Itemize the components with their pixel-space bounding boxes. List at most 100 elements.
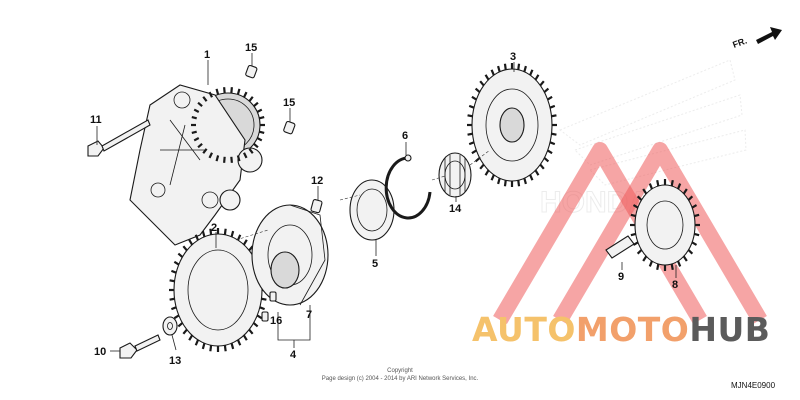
part-9-shaft: [605, 235, 635, 259]
gear-tooth: [170, 269, 177, 274]
arrow-icon: [756, 27, 782, 44]
part-8-gear: [630, 179, 700, 271]
gear-tooth: [691, 204, 698, 209]
gear-tooth: [529, 69, 534, 76]
gear-tooth: [208, 152, 213, 159]
gear-tooth: [177, 322, 184, 328]
callout-2: 2: [211, 222, 217, 234]
gear-tooth: [642, 188, 648, 195]
gear-tooth: [259, 116, 265, 120]
gear-tooth: [630, 232, 637, 237]
callout-5: 5: [372, 258, 378, 270]
gear-tooth: [223, 345, 227, 352]
gear-tooth: [539, 80, 545, 87]
part-10-bolt: [119, 334, 161, 359]
leader-lines: [96, 53, 677, 352]
drawing-code: MJN4E0900: [731, 381, 776, 390]
gear-tooth: [467, 114, 473, 118]
gear-tooth: [551, 132, 557, 136]
gear-tooth: [223, 228, 227, 235]
gear-tooth: [248, 148, 254, 154]
gear-tooth: [479, 80, 485, 87]
gear-tooth: [471, 95, 477, 101]
gear-tooth: [547, 149, 553, 155]
gear-tooth: [534, 74, 540, 81]
gear-tooth: [543, 157, 550, 163]
gear-tooth: [636, 195, 643, 201]
gear-tooth: [252, 322, 259, 328]
part-12-bolt: [310, 199, 323, 214]
gear-tooth: [551, 114, 557, 118]
gear-tooth: [642, 255, 648, 262]
gear-tooth: [529, 174, 534, 181]
gear-tooth: [693, 232, 700, 237]
gear-tooth: [253, 101, 259, 108]
gear-tooth: [242, 334, 248, 341]
gear-tooth: [182, 245, 188, 252]
gear-tooth: [630, 213, 637, 218]
gear-tooth: [193, 137, 200, 142]
gear-tooth: [259, 130, 265, 134]
watermark-hub: HUB: [689, 310, 771, 349]
gear-tooth: [223, 87, 226, 94]
callout-12: 12: [311, 175, 323, 187]
gear-tooth: [656, 263, 660, 271]
watermark-triangles: [493, 142, 767, 325]
gear-tooth: [208, 91, 213, 98]
gear-tooth: [656, 179, 660, 187]
gear-tooth: [197, 142, 203, 149]
gear-tooth: [547, 95, 553, 101]
part-13-washer: [162, 316, 178, 336]
gear-tooth: [632, 204, 639, 209]
gear-tooth: [194, 234, 200, 241]
gear-tooth: [490, 69, 495, 76]
part-15-dowel-pins: [245, 64, 296, 135]
gear-tooth: [188, 239, 194, 246]
callout-3: 3: [510, 51, 516, 63]
gear-tooth: [230, 156, 233, 163]
gear-tooth: [197, 101, 203, 108]
callout-16: 16: [270, 315, 282, 327]
callout-15-lower: 15: [283, 97, 295, 109]
front-direction-indicator: FR.: [731, 27, 782, 50]
gear-tooth: [201, 230, 206, 238]
gear-tooth: [201, 342, 206, 350]
gear-tooth: [484, 74, 490, 81]
gear-tooth: [503, 63, 507, 70]
gear-tooth: [471, 149, 477, 155]
gear-tooth: [693, 213, 700, 218]
gear-tooth: [223, 156, 226, 163]
gear-tooth: [188, 334, 194, 341]
gear-tooth: [517, 63, 521, 70]
callout-13: 13: [169, 355, 181, 367]
copyright-title: Copyright: [387, 368, 413, 374]
gear-tooth: [191, 116, 197, 120]
callout-15-top: 15: [245, 42, 257, 54]
part-6-snap-ring: [384, 154, 432, 220]
callout-labels: 1 2 3 4 5 6 7 8 9 10 11 12 13 14 15 15 1…: [90, 42, 678, 367]
gear-tooth: [648, 260, 654, 267]
gear-tooth: [497, 177, 501, 185]
gear-tooth: [173, 314, 180, 320]
gear-tooth: [182, 328, 188, 335]
gear-tooth: [230, 87, 233, 94]
callout-8: 8: [672, 279, 678, 291]
gear-tooth: [202, 148, 208, 154]
gear-tooth: [170, 306, 177, 311]
part-16-pins: [261, 291, 277, 322]
gear-tooth: [682, 188, 688, 195]
gear-tooth: [177, 252, 184, 258]
gear-tooth: [191, 130, 197, 134]
gear-tooth: [676, 260, 682, 267]
callout-14: 14: [449, 203, 462, 215]
gear-tooth: [479, 163, 485, 170]
gear-tooth: [549, 141, 556, 146]
part-5-one-way-clutch: [349, 179, 395, 241]
gear-tooth: [253, 142, 259, 149]
gear-tooth: [215, 88, 220, 95]
callout-4: 4: [290, 349, 297, 361]
part-1-pump-housing: [129, 84, 265, 246]
part-11-bolt: [87, 119, 151, 157]
